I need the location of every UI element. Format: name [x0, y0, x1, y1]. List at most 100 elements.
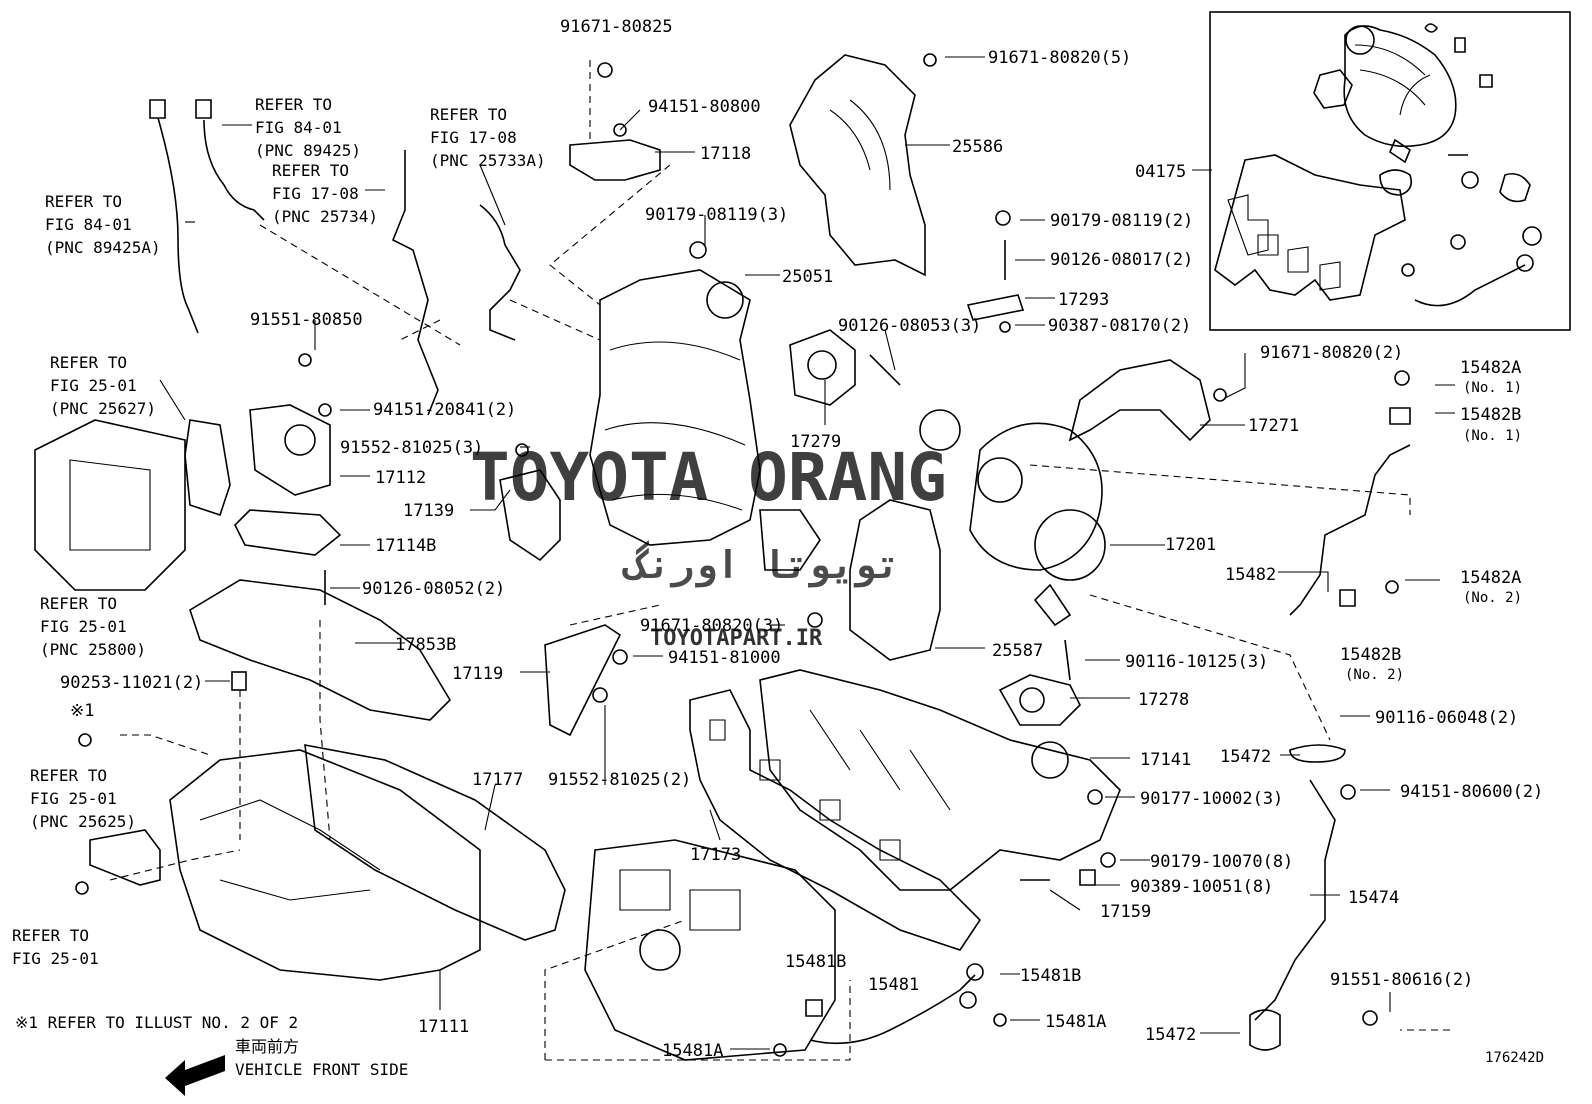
callout-91552-81025-2[interactable]: 91552-81025(2) [548, 770, 691, 790]
part-callouts[interactable]: 91671-80825 94151-80800 17118 91671-8082… [60, 17, 1543, 1061]
ref-note-2-line-3: (PNC 89425) [255, 141, 361, 160]
footnote: ※1 REFER TO ILLUST NO. 2 OF 2 [15, 1013, 298, 1032]
callout-90126-08017-2[interactable]: 90126-08017(2) [1050, 250, 1193, 270]
callout-no1-a: (No. 1) [1463, 380, 1522, 396]
ref-note-7-line-1: REFER TO [30, 766, 107, 785]
ref-note-8-line-2: FIG 25-01 [12, 949, 99, 968]
ref-note-7-line-2: FIG 25-01 [30, 789, 117, 808]
callout-90389-10051-8[interactable]: 90389-10051(8) [1130, 877, 1273, 897]
callout-17271[interactable]: 17271 [1248, 416, 1299, 436]
callout-91671-80820-2[interactable]: 91671-80820(2) [1260, 343, 1403, 363]
ref-note-3-line-3: (PNC 25734) [272, 207, 378, 226]
ref-note-2-line-1: REFER TO [255, 95, 332, 114]
callout-91551-80616-2[interactable]: 91551-80616(2) [1330, 970, 1473, 990]
callout-90179-08119-2[interactable]: 90179-08119(2) [1050, 211, 1193, 231]
callout-17201[interactable]: 17201 [1165, 535, 1216, 555]
ref-note-4-line-1: REFER TO [430, 105, 507, 124]
leader-lines [109, 56, 1455, 1061]
callout-17177[interactable]: 17177 [472, 770, 523, 790]
callout-17114b[interactable]: 17114B [375, 536, 436, 556]
callout-17119[interactable]: 17119 [452, 664, 503, 684]
callout-90387-08170-2[interactable]: 90387-08170(2) [1048, 316, 1191, 336]
ref-note-1-line-2: FIG 84-01 [45, 215, 132, 234]
callout-no1-b: (No. 1) [1463, 428, 1522, 444]
ref-note-4-line-3: (PNC 25733A) [430, 151, 546, 170]
ref-note-3-line-1: REFER TO [272, 161, 349, 180]
callout-91551-80850[interactable]: 91551-80850 [250, 310, 363, 330]
callout-17853b[interactable]: 17853B [395, 635, 456, 655]
ref-note-1-line-1: REFER TO [45, 192, 122, 211]
ref-note-6-line-2: FIG 25-01 [40, 617, 127, 636]
watermark-main: TOYOTA ORANG [470, 439, 947, 516]
callout-94151-20841-2[interactable]: 94151-20841(2) [373, 400, 516, 420]
ref-note-5-line-1: REFER TO [50, 353, 127, 372]
ref-note-7-line-3: (PNC 25625) [30, 812, 136, 831]
callout-90177-10002-3[interactable]: 90177-10002(3) [1140, 789, 1283, 809]
callout-17111[interactable]: 17111 [418, 1017, 469, 1037]
callout-15482b-no2[interactable]: 15482B [1340, 645, 1401, 665]
callout-25587[interactable]: 25587 [992, 641, 1043, 661]
callout-15481b-left[interactable]: 15481B [785, 952, 846, 972]
callout-star1: ※1 [70, 701, 94, 721]
callout-15482[interactable]: 15482 [1225, 565, 1276, 585]
callout-91671-80825[interactable]: 91671-80825 [560, 17, 673, 37]
callout-15474[interactable]: 15474 [1348, 888, 1399, 908]
callout-25586[interactable]: 25586 [952, 137, 1003, 157]
callout-90126-08053-3[interactable]: 90126-08053(3) [838, 316, 981, 336]
callout-15472-upper[interactable]: 15472 [1220, 747, 1271, 767]
callout-25051[interactable]: 25051 [782, 267, 833, 287]
callout-91671-80820-5[interactable]: 91671-80820(5) [988, 48, 1131, 68]
callout-90126-08052-2[interactable]: 90126-08052(2) [362, 579, 505, 599]
callout-04175[interactable]: 04175 [1135, 162, 1186, 182]
watermark-site: TOYOTAPART.IR [650, 626, 823, 651]
callout-15472-lower[interactable]: 15472 [1145, 1025, 1196, 1045]
ref-note-6-line-1: REFER TO [40, 594, 117, 613]
callout-no2-b: (No. 2) [1345, 667, 1404, 683]
callout-15482b-no1[interactable]: 15482B [1460, 405, 1521, 425]
callout-17279[interactable]: 17279 [790, 432, 841, 452]
callout-17139[interactable]: 17139 [403, 501, 454, 521]
callout-94151-80800[interactable]: 94151-80800 [648, 97, 761, 117]
ref-note-4-line-2: FIG 17-08 [430, 128, 517, 147]
callout-90179-08119-3[interactable]: 90179-08119(3) [645, 205, 788, 225]
callout-90179-10070-8[interactable]: 90179-10070(8) [1150, 852, 1293, 872]
vehicle-front-en: VEHICLE FRONT SIDE [235, 1060, 408, 1079]
front-arrow-icon [165, 1055, 225, 1096]
reference-notes: REFER TO FIG 84-01 (PNC 89425A) REFER TO… [12, 95, 546, 968]
callout-15481[interactable]: 15481 [868, 975, 919, 995]
callout-15481b-right[interactable]: 15481B [1020, 966, 1081, 986]
ref-note-5-line-3: (PNC 25627) [50, 399, 156, 418]
callout-94151-80600-2[interactable]: 94151-80600(2) [1400, 782, 1543, 802]
callout-90116-10125-3[interactable]: 90116-10125(3) [1125, 652, 1268, 672]
callout-15481a-left[interactable]: 15481A [662, 1041, 723, 1061]
callout-17173[interactable]: 17173 [690, 845, 741, 865]
callout-17118[interactable]: 17118 [700, 144, 751, 164]
vehicle-front-jp: 車両前方 [235, 1037, 299, 1056]
ref-note-6-line-3: (PNC 25800) [40, 640, 146, 659]
callout-15481a-right[interactable]: 15481A [1045, 1012, 1106, 1032]
inset-turbo-kit [1209, 11, 1571, 331]
callout-17112[interactable]: 17112 [375, 468, 426, 488]
ref-note-5-line-2: FIG 25-01 [50, 376, 137, 395]
callout-91671-80820-3[interactable]: 91671-80820(3) [640, 616, 783, 636]
callout-90116-06048-2[interactable]: 90116-06048(2) [1375, 708, 1518, 728]
ref-note-8-line-1: REFER TO [12, 926, 89, 945]
ref-note-2-line-2: FIG 84-01 [255, 118, 342, 137]
callout-15482a-no2[interactable]: 15482A [1460, 568, 1521, 588]
callout-17141[interactable]: 17141 [1140, 750, 1191, 770]
ref-note-3-line-2: FIG 17-08 [272, 184, 359, 203]
part-drawings [34, 53, 1411, 1096]
diagram-id: 176242D [1485, 1050, 1544, 1066]
callout-no2-a: (No. 2) [1463, 590, 1522, 606]
callout-90253-11021-2[interactable]: 90253-11021(2) [60, 673, 203, 693]
callout-94151-81000[interactable]: 94151-81000 [668, 648, 781, 668]
callout-17159[interactable]: 17159 [1100, 902, 1151, 922]
watermark-persian: تویوتا اورنگ [622, 540, 900, 588]
callout-91552-81025-3[interactable]: 91552-81025(3) [340, 438, 483, 458]
callout-17293[interactable]: 17293 [1058, 290, 1109, 310]
ref-note-1-line-3: (PNC 89425A) [45, 238, 161, 257]
callout-17278[interactable]: 17278 [1138, 690, 1189, 710]
callout-15482a-no1[interactable]: 15482A [1460, 358, 1521, 378]
